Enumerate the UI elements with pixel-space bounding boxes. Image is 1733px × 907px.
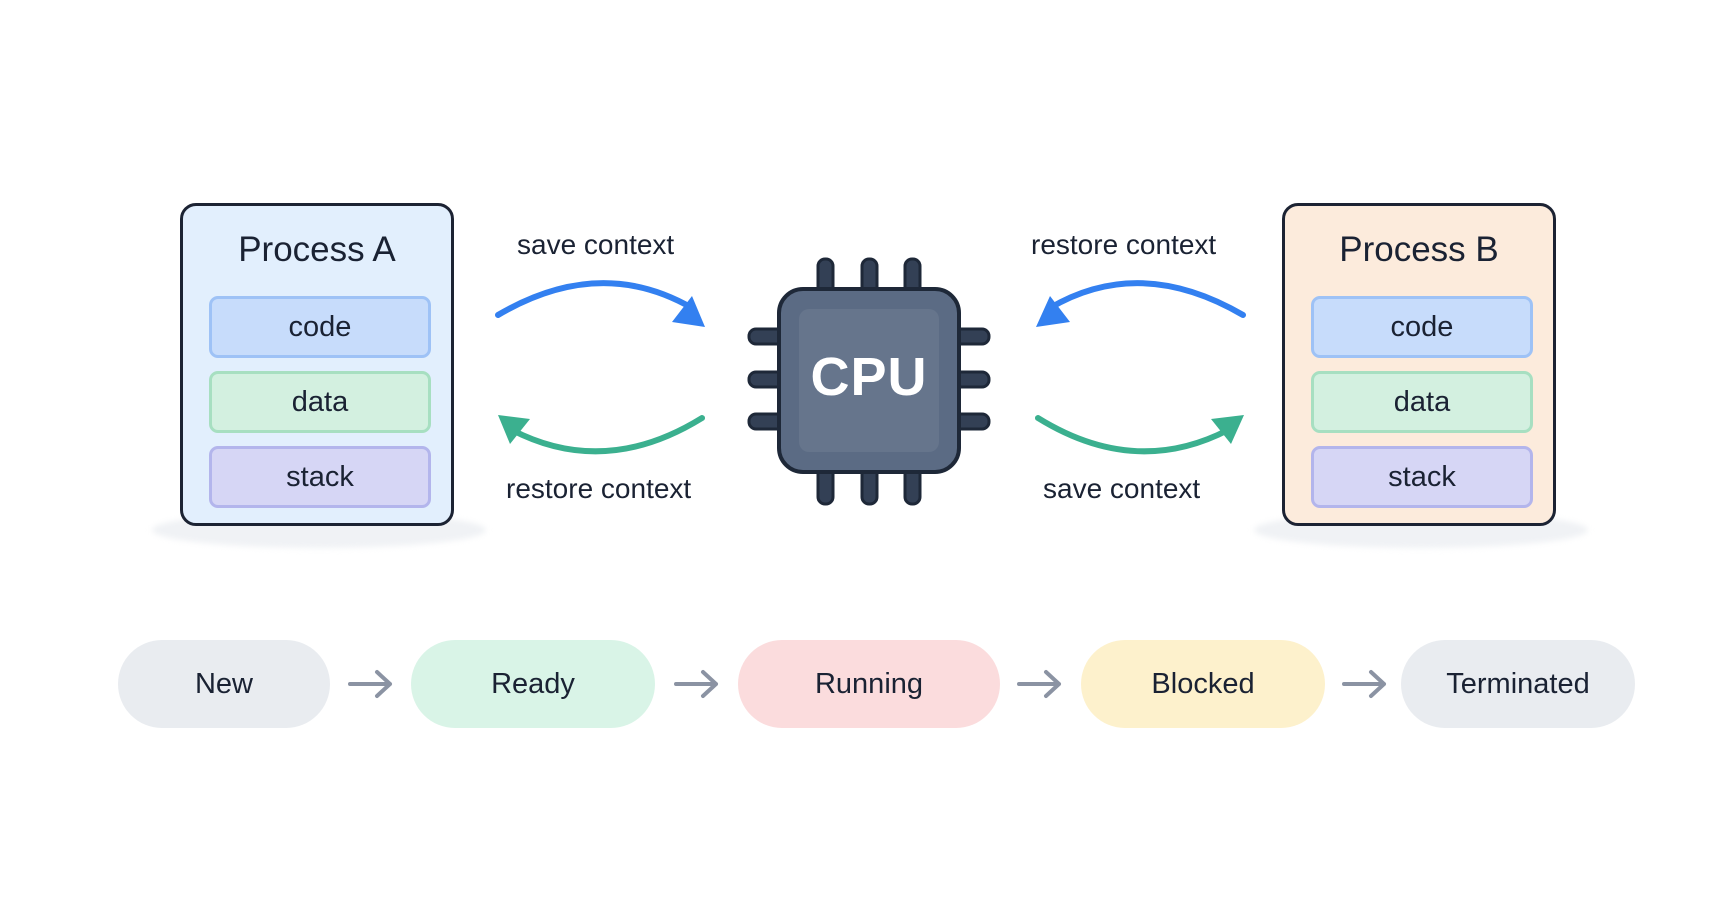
arrow-right-icon [674, 670, 718, 698]
process-a-data-segment: data [209, 371, 431, 433]
cpu-chip-icon [747, 257, 991, 506]
cpu-die [799, 309, 939, 452]
process-b-title: Process B [1339, 230, 1499, 269]
arrow-restore-context-right [1036, 280, 1246, 327]
process-a-code-segment: code [209, 296, 431, 358]
process-a-panel: Process A code data stack [180, 203, 454, 526]
state-new: New [118, 640, 330, 728]
process-a-stack-segment: stack [209, 446, 431, 508]
arrow-save-context-right [1035, 415, 1244, 455]
state-terminated: Terminated [1401, 640, 1635, 728]
label-restore-context-left: restore context [506, 473, 692, 504]
process-b-panel: Process B code data stack [1282, 203, 1556, 526]
cpu-label: CPU [810, 347, 928, 407]
state-ready: Ready [411, 640, 655, 728]
process-b-data-segment: data [1311, 371, 1533, 433]
arrow-right-icon [1017, 670, 1061, 698]
label-save-context-right: save context [1043, 473, 1201, 504]
state-blocked: Blocked [1081, 640, 1325, 728]
state-running: Running [738, 640, 1000, 728]
arrow-right-icon [1342, 670, 1386, 698]
label-restore-context-right: restore context [1031, 229, 1217, 260]
arrow-save-context-left [495, 280, 705, 327]
process-a-title: Process A [238, 230, 396, 269]
arrow-right-icon [348, 670, 392, 698]
label-save-context-left: save context [517, 229, 675, 260]
process-b-code-segment: code [1311, 296, 1533, 358]
arrow-restore-context-left [498, 415, 705, 455]
process-b-stack-segment: stack [1311, 446, 1533, 508]
